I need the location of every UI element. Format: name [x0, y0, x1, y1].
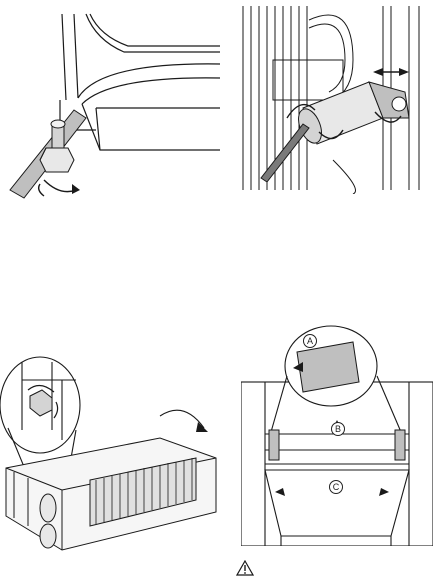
callout-a: A — [303, 334, 317, 348]
foot-adjust-illustration — [0, 0, 221, 210]
lower-hinge-illustration — [0, 340, 222, 555]
callout-b: B — [331, 422, 345, 436]
figure-door-hinge-lower — [0, 340, 222, 555]
figure-hinge-pin — [233, 0, 435, 194]
hinge-pin-illustration — [233, 0, 435, 194]
callout-c: C — [329, 480, 343, 494]
figure-foot-adjust — [0, 0, 221, 210]
warning-triangle-icon — [236, 560, 254, 576]
figure-shelf-detail: A B C — [241, 322, 433, 546]
